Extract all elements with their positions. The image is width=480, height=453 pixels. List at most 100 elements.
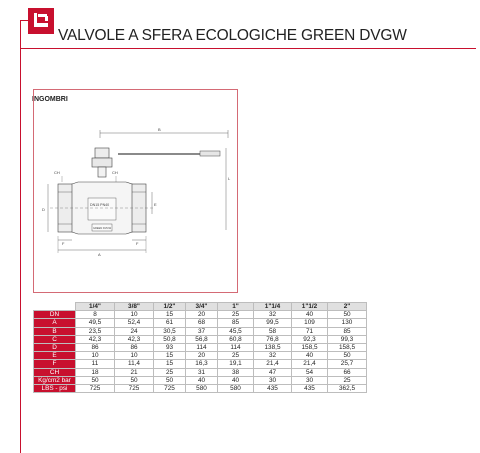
table-corner-cell [34, 303, 76, 311]
row-label: E [33, 351, 76, 361]
table-header-cell: 1/2" [153, 301, 186, 312]
table-cell: 40 [291, 310, 328, 320]
table-cell: 10 [114, 310, 154, 320]
frame-corner-line [20, 20, 28, 21]
page-title: VALVOLE A SFERA ECOLOGICHE GREEN DVGW [58, 27, 407, 44]
table-cell: 50 [75, 375, 115, 386]
table-cell: 40 [185, 375, 218, 386]
table-cell: 32 [253, 351, 292, 361]
table-cell: 25 [327, 375, 367, 386]
table-cell: 58 [253, 326, 292, 336]
table-cell: 50 [327, 351, 367, 361]
drawing-frame [33, 89, 238, 293]
table-cell: 725 [153, 384, 186, 394]
table-cell: 114 [185, 343, 218, 353]
table-cell: 15 [153, 310, 186, 320]
table-cell: 61 [153, 318, 186, 328]
table-cell: 138,5 [253, 343, 292, 353]
header-rule [20, 48, 476, 49]
table-cell: 11,4 [114, 359, 154, 369]
table-cell: 25,7 [327, 359, 367, 369]
body-mark-2: GREEN DVGW [93, 226, 112, 230]
dim-label-b: B [158, 127, 161, 132]
table-header-cell: 1"1/4 [253, 301, 292, 312]
table-cell: 76,8 [253, 334, 292, 345]
row-label: B [33, 326, 76, 336]
table-cell: 42,3 [75, 334, 115, 345]
table-cell: 30 [253, 375, 292, 386]
dim-label-a: A [98, 252, 101, 257]
row-label: A [33, 318, 76, 328]
table-cell: 8 [75, 310, 115, 320]
frame-left-line [20, 20, 21, 453]
table-cell: 158,5 [291, 343, 328, 353]
section-title: INGOMBRI [32, 96, 68, 103]
table-cell: 50 [327, 310, 367, 320]
table-cell: 40 [217, 375, 254, 386]
dim-label-f-left: F [62, 241, 65, 246]
table-cell: 50 [114, 375, 154, 386]
table-header-cell: 1"1/2 [291, 301, 328, 312]
table-header-cell: 1" [217, 301, 254, 312]
table-cell: 47 [253, 367, 292, 377]
dim-label-d: D [42, 207, 45, 212]
table-cell: 20 [185, 351, 218, 361]
table-cell: 18 [75, 367, 115, 377]
table-cell: 93 [153, 343, 186, 353]
table-cell: 15 [153, 359, 186, 369]
table-cell: 56,8 [185, 334, 218, 345]
table-cell: 85 [217, 318, 254, 328]
table-cell: 20 [185, 310, 218, 320]
table-row: F 11 11,4 15 16,3 19,1 21,4 21,4 25,7 [33, 359, 367, 369]
row-label: C [33, 334, 76, 345]
table-cell: 86 [114, 343, 154, 353]
table-cell: 11 [75, 359, 115, 369]
table-cell: 725 [114, 384, 154, 394]
table-cell: 10 [75, 351, 115, 361]
table-header-cell: 3/8" [114, 301, 154, 312]
dimensions-table: 1/4" 3/8" 1/2" 3/4" 1" 1"1/4 1"1/2 2" DN… [33, 301, 367, 394]
table-cell: 54 [291, 367, 328, 377]
dim-label-ch-right: CH [112, 170, 118, 175]
table-row: DN 8 10 15 20 25 32 40 50 [33, 310, 367, 320]
table-row: E 10 10 15 20 25 32 40 50 [33, 351, 367, 361]
table-header-cell: 3/4" [185, 301, 218, 312]
table-cell: 45,5 [217, 326, 254, 336]
table-row: A 49,5 52,4 61 68 85 99,5 109 130 [33, 318, 367, 328]
table-cell: 21,4 [253, 359, 292, 369]
table-cell: 435 [291, 384, 328, 394]
dim-label-e: E [154, 202, 157, 207]
table-cell: 19,1 [217, 359, 254, 369]
table-cell: 23,5 [75, 326, 115, 336]
table-cell: 86 [75, 343, 115, 353]
table-cell: 16,3 [185, 359, 218, 369]
table-row: B 23,5 24 30,5 37 45,5 58 71 85 [33, 326, 367, 336]
table-cell: 130 [327, 318, 367, 328]
table-cell: 25 [217, 351, 254, 361]
table-cell: 30,5 [153, 326, 186, 336]
table-cell: 109 [291, 318, 328, 328]
table-cell: 37 [185, 326, 218, 336]
table-row: Kg/cm2 bar 50 50 50 40 40 30 30 25 [33, 375, 367, 386]
table-cell: 99,3 [327, 334, 367, 345]
table-header-cell: 2" [327, 301, 367, 312]
table-cell: 66 [327, 367, 367, 377]
table-cell: 38 [217, 367, 254, 377]
valve-technical-drawing: B L CH CH D E F F A DN15 PN40 GREEN DVGW [42, 127, 231, 257]
row-label: LBS - psi [33, 384, 76, 394]
table-row: D 86 86 93 114 114 138,5 158,5 158,5 [33, 343, 367, 353]
table-header-cell: 1/4" [75, 301, 115, 312]
table-cell: 99,5 [253, 318, 292, 328]
tap-logo-icon [28, 8, 54, 34]
table-cell: 21 [114, 367, 154, 377]
table-cell: 10 [114, 351, 154, 361]
table-cell: 114 [217, 343, 254, 353]
row-label: D [33, 343, 76, 353]
table-cell: 580 [217, 384, 254, 394]
row-label: DN [33, 310, 76, 320]
dim-label-l: L [228, 176, 231, 181]
table-header-row: 1/4" 3/8" 1/2" 3/4" 1" 1"1/4 1"1/2 2" [34, 301, 367, 312]
table-cell: 40 [291, 351, 328, 361]
table-cell: 24 [114, 326, 154, 336]
body-mark-1: DN15 PN40 [90, 203, 109, 207]
